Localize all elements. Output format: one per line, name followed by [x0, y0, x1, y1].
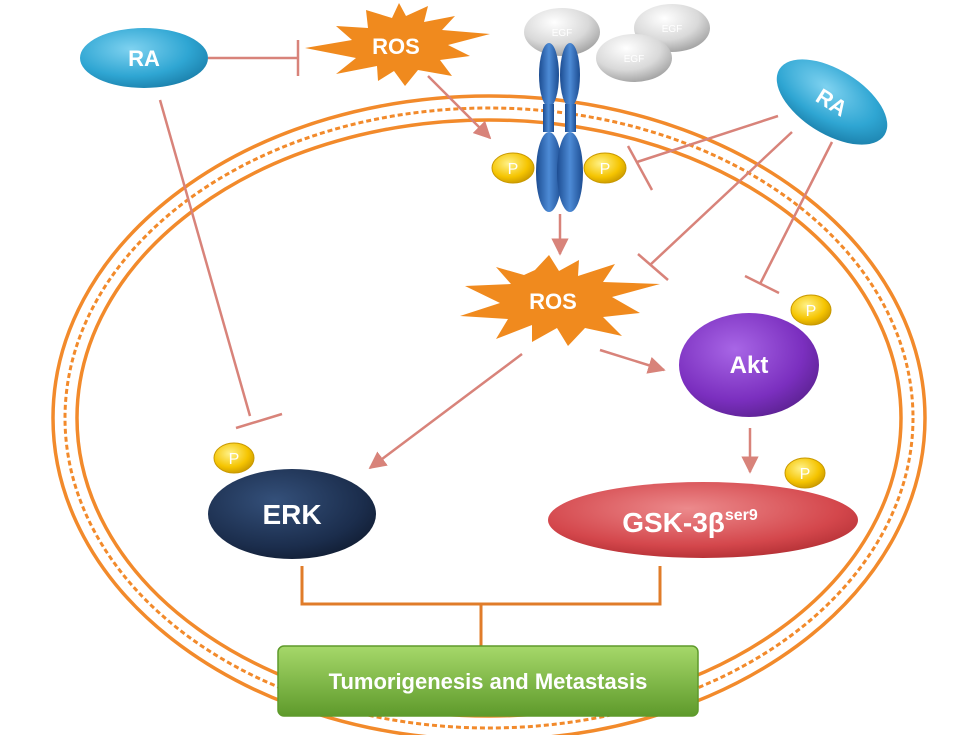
- svg-text:P: P: [229, 451, 240, 468]
- ros-node-middle: ROS: [460, 255, 660, 346]
- svg-text:GSK-3βser9: GSK-3βser9: [622, 507, 758, 538]
- svg-text:P: P: [800, 466, 811, 483]
- svg-text:EGF: EGF: [662, 24, 683, 35]
- ros-node-top: ROS: [305, 3, 490, 86]
- svg-text:P: P: [600, 161, 611, 178]
- egf-ligands: EGF EGF EGF: [524, 4, 710, 82]
- gsk3b-superscript: ser9: [725, 507, 758, 524]
- phospho-badge-receptor-right: P: [583, 152, 627, 184]
- svg-text:EGF: EGF: [624, 54, 645, 65]
- ra-inhibits-erk-line: [158, 99, 252, 417]
- ra-inhibits-akt-line: [758, 141, 834, 285]
- svg-text:ROS: ROS: [529, 289, 577, 314]
- ra-node-right: RA: [776, 59, 888, 145]
- ros-activates-erk-arrow: [368, 353, 523, 470]
- phospho-badge-akt: P: [790, 294, 832, 326]
- ra-inhibits-akt-bar: [744, 274, 780, 295]
- egf-ligand: EGF: [596, 34, 672, 82]
- gsk3b-node: GSK-3βser9: [548, 482, 858, 558]
- egf-ligand: EGF: [524, 8, 600, 56]
- egf-receptor: [536, 43, 583, 212]
- ra-inhibits-erk-bar: [235, 412, 283, 430]
- outcome-box: Tumorigenesis and Metastasis: [277, 645, 699, 717]
- ra-node-left: RA: [80, 28, 208, 88]
- svg-text:EGF: EGF: [552, 28, 573, 39]
- akt-node: Akt: [679, 313, 819, 417]
- ra-inhibits-ros-mid-line: [649, 131, 793, 266]
- ra-label: RA: [128, 46, 160, 71]
- svg-text:P: P: [806, 303, 817, 320]
- cell-membrane: [51, 94, 927, 735]
- phospho-badge-gsk: P: [784, 457, 826, 489]
- pathway-connectors: [158, 40, 834, 474]
- ra-inhibits-ros-mid-bar: [637, 253, 669, 281]
- ros-activates-receptor-arrow: [427, 75, 492, 140]
- ra-inhibits-receptor-bar: [626, 145, 654, 191]
- svg-text:ERK: ERK: [262, 499, 321, 530]
- ros-activates-akt-arrow: [599, 348, 666, 374]
- ra-inhibits-receptor-line: [636, 114, 779, 164]
- svg-text:ROS: ROS: [372, 34, 420, 59]
- phospho-badge-receptor-left: P: [491, 152, 535, 184]
- svg-text:Akt: Akt: [730, 352, 769, 379]
- outcome-label: Tumorigenesis and Metastasis: [329, 669, 648, 694]
- svg-text:P: P: [508, 161, 519, 178]
- outcome-bracket: [300, 566, 662, 646]
- erk-node: ERK: [208, 469, 376, 559]
- phospho-badge-erk: P: [213, 442, 255, 474]
- gsk3b-label: GSK-3β: [622, 507, 725, 538]
